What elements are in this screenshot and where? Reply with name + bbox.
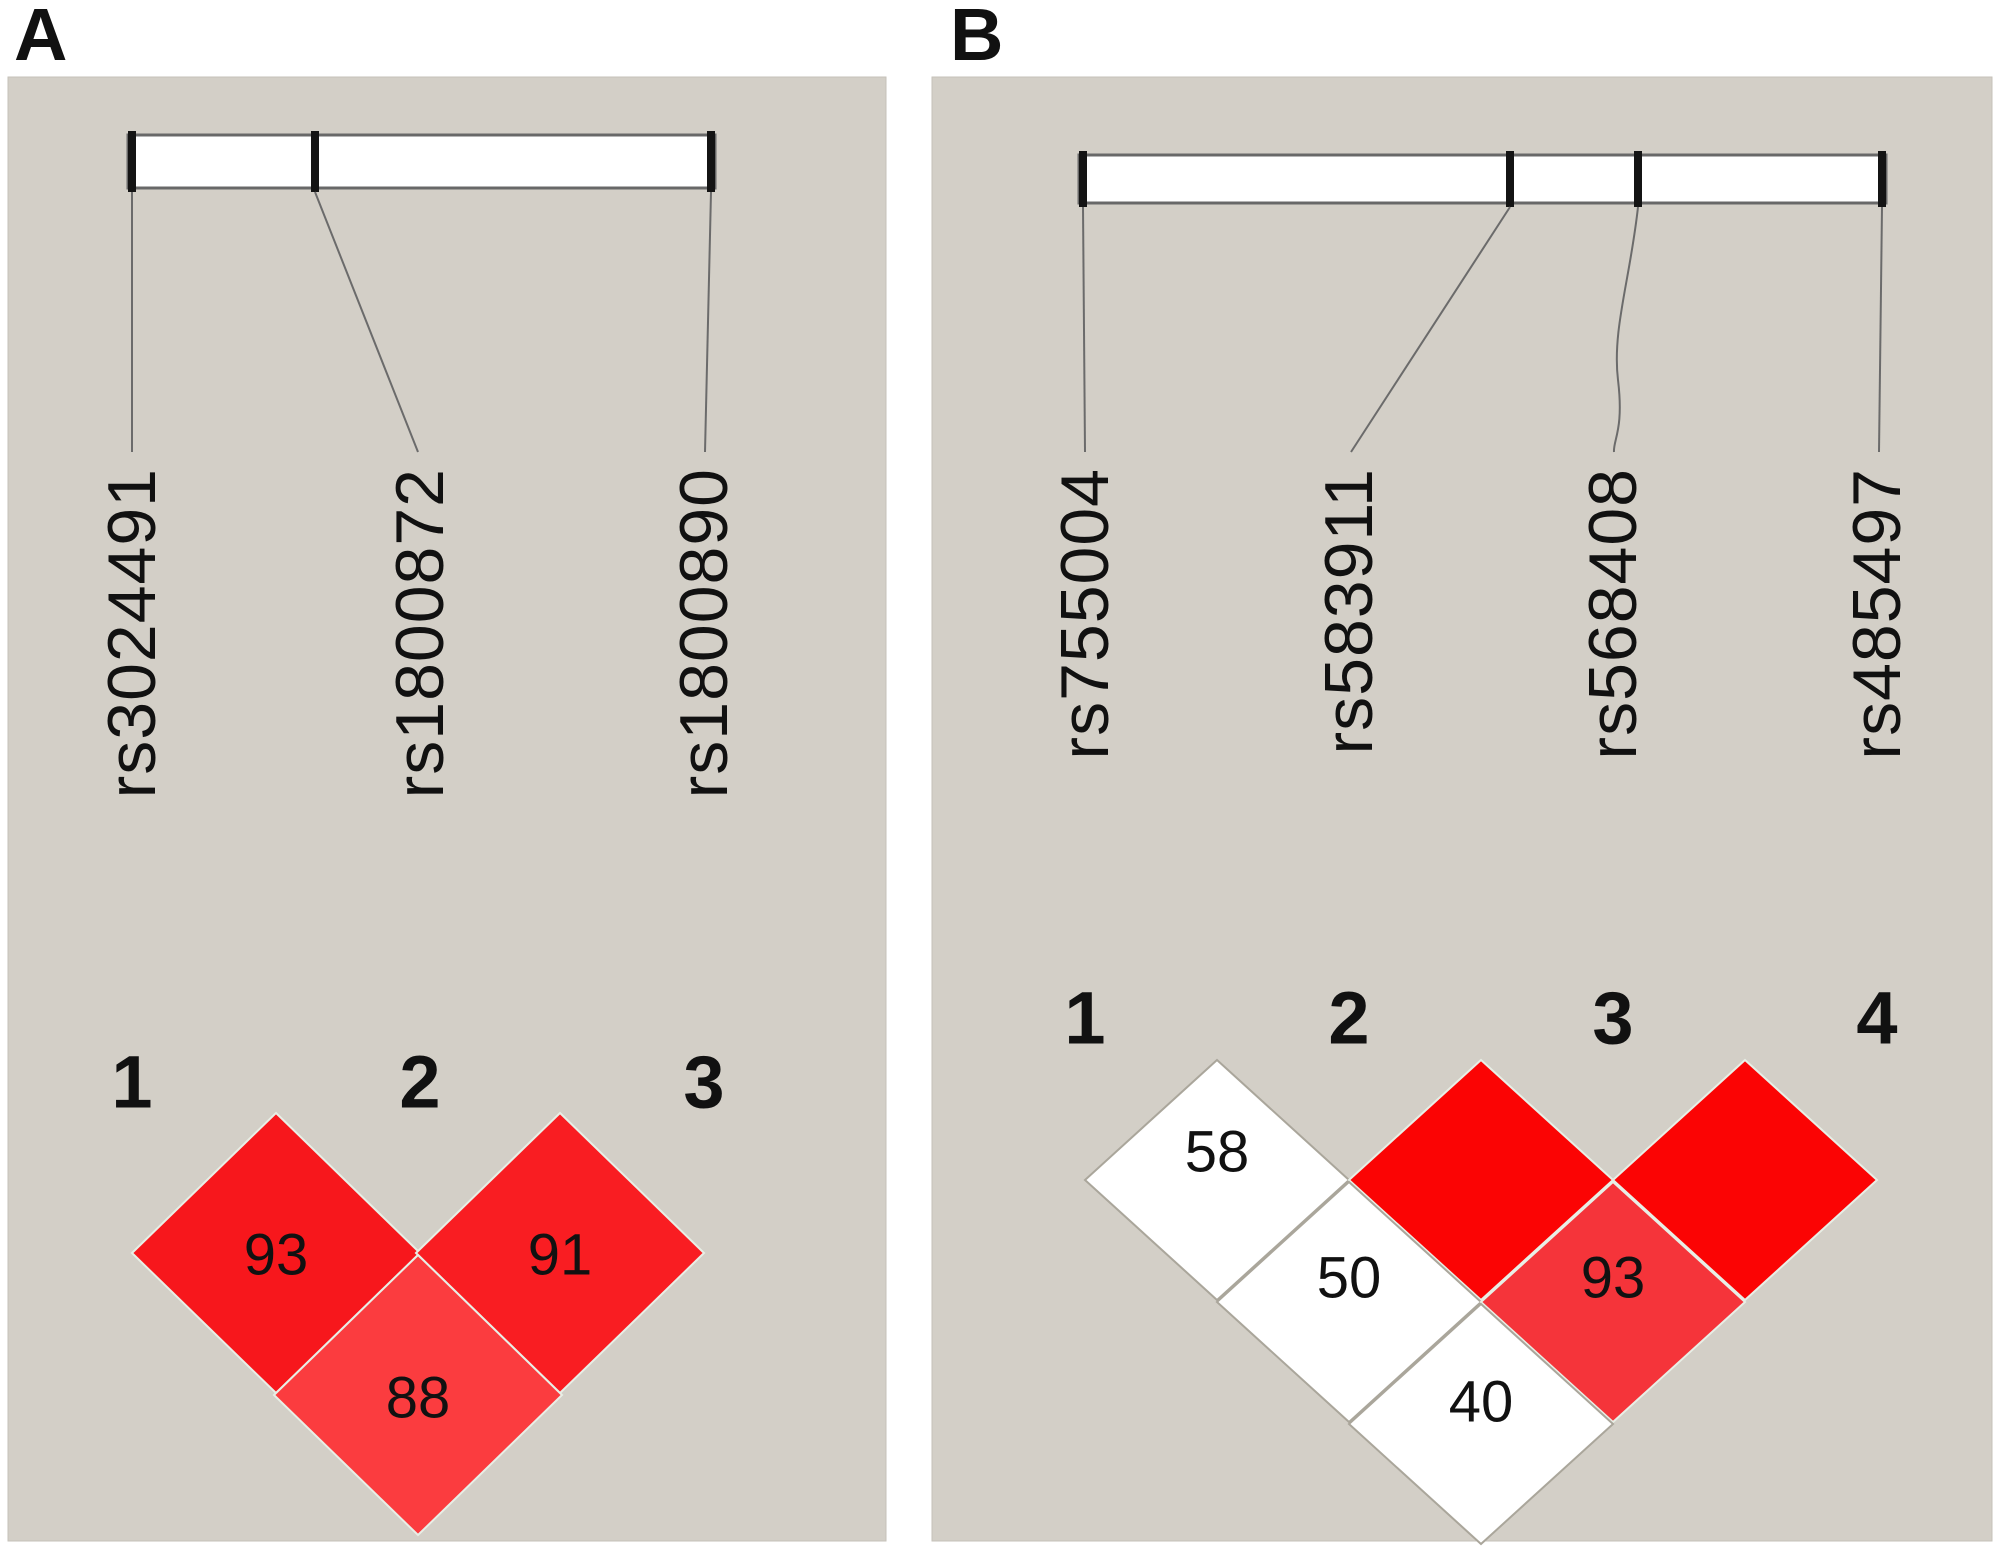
ld-value-b-1-3: 50 [1317, 1246, 1382, 1311]
ld-diamond-b-1-2 [1083, 1058, 1351, 1302]
gene-bar-tick [311, 131, 319, 192]
ld-value-b-1-4: 40 [1449, 1370, 1514, 1435]
gene-bar-tick [1634, 151, 1642, 207]
panel-a: A rs3024491 rs1800872 rs1800890 1 2 3 93… [7, 0, 887, 1542]
snp-label: rs568408 [1575, 468, 1651, 760]
ld-diamond-b-1-3 [1215, 1180, 1483, 1424]
ld-diamond-b-3-4 [1611, 1058, 1879, 1302]
snp-label: rs3024491 [94, 468, 170, 798]
panel-b-letter: B [950, 0, 1003, 76]
snp-label: rs485497 [1839, 468, 1915, 760]
ld-value-b-2-4: 93 [1581, 1246, 1646, 1311]
snp-column-number: 4 [1856, 977, 1897, 1060]
panel-b: B rs755004 rs583911 rs568408 rs485497 1 … [931, 0, 1993, 1546]
snp-column-number: 3 [1592, 977, 1633, 1060]
snp-connector-line [704, 191, 712, 453]
gene-bar-tick [128, 131, 136, 192]
ld-diamond-b-1-4 [1347, 1302, 1615, 1546]
ld-value-b-1-2: 58 [1185, 1120, 1250, 1185]
snp-column-number: 3 [683, 1041, 724, 1124]
ld-diamond-b-2-3 [1347, 1058, 1615, 1302]
panel-a-letter: A [14, 0, 67, 76]
snp-column-number: 2 [1328, 977, 1369, 1060]
snp-connector-line [1878, 206, 1883, 453]
snp-label: rs1800890 [666, 468, 742, 798]
gene-bar-tick [1506, 151, 1514, 207]
ld-value-a-1-2: 93 [244, 1223, 309, 1288]
snp-column-number: 1 [1064, 977, 1105, 1060]
gene-bar-a [126, 133, 717, 190]
gene-bar-tick [707, 131, 715, 192]
snp-column-number: 1 [111, 1041, 152, 1124]
snp-connector-line [1082, 206, 1086, 453]
snp-label: rs755004 [1047, 468, 1123, 760]
snp-label: rs1800872 [382, 468, 458, 798]
snp-connector-line [1612, 206, 1639, 453]
ld-value-a-2-3: 91 [528, 1223, 593, 1288]
ld-value-a-1-3: 88 [386, 1366, 451, 1431]
gene-bar-tick [1878, 151, 1886, 207]
gene-bar-tick [1079, 151, 1087, 207]
ld-diamond-a-1-3 [272, 1253, 564, 1537]
snp-connector-line [314, 191, 419, 453]
gene-bar-b [1077, 153, 1888, 205]
ld-diamond-b-2-4 [1479, 1180, 1747, 1424]
snp-label: rs583911 [1311, 468, 1387, 755]
snp-connector-line [1350, 206, 1511, 453]
snp-column-number: 2 [399, 1041, 440, 1124]
